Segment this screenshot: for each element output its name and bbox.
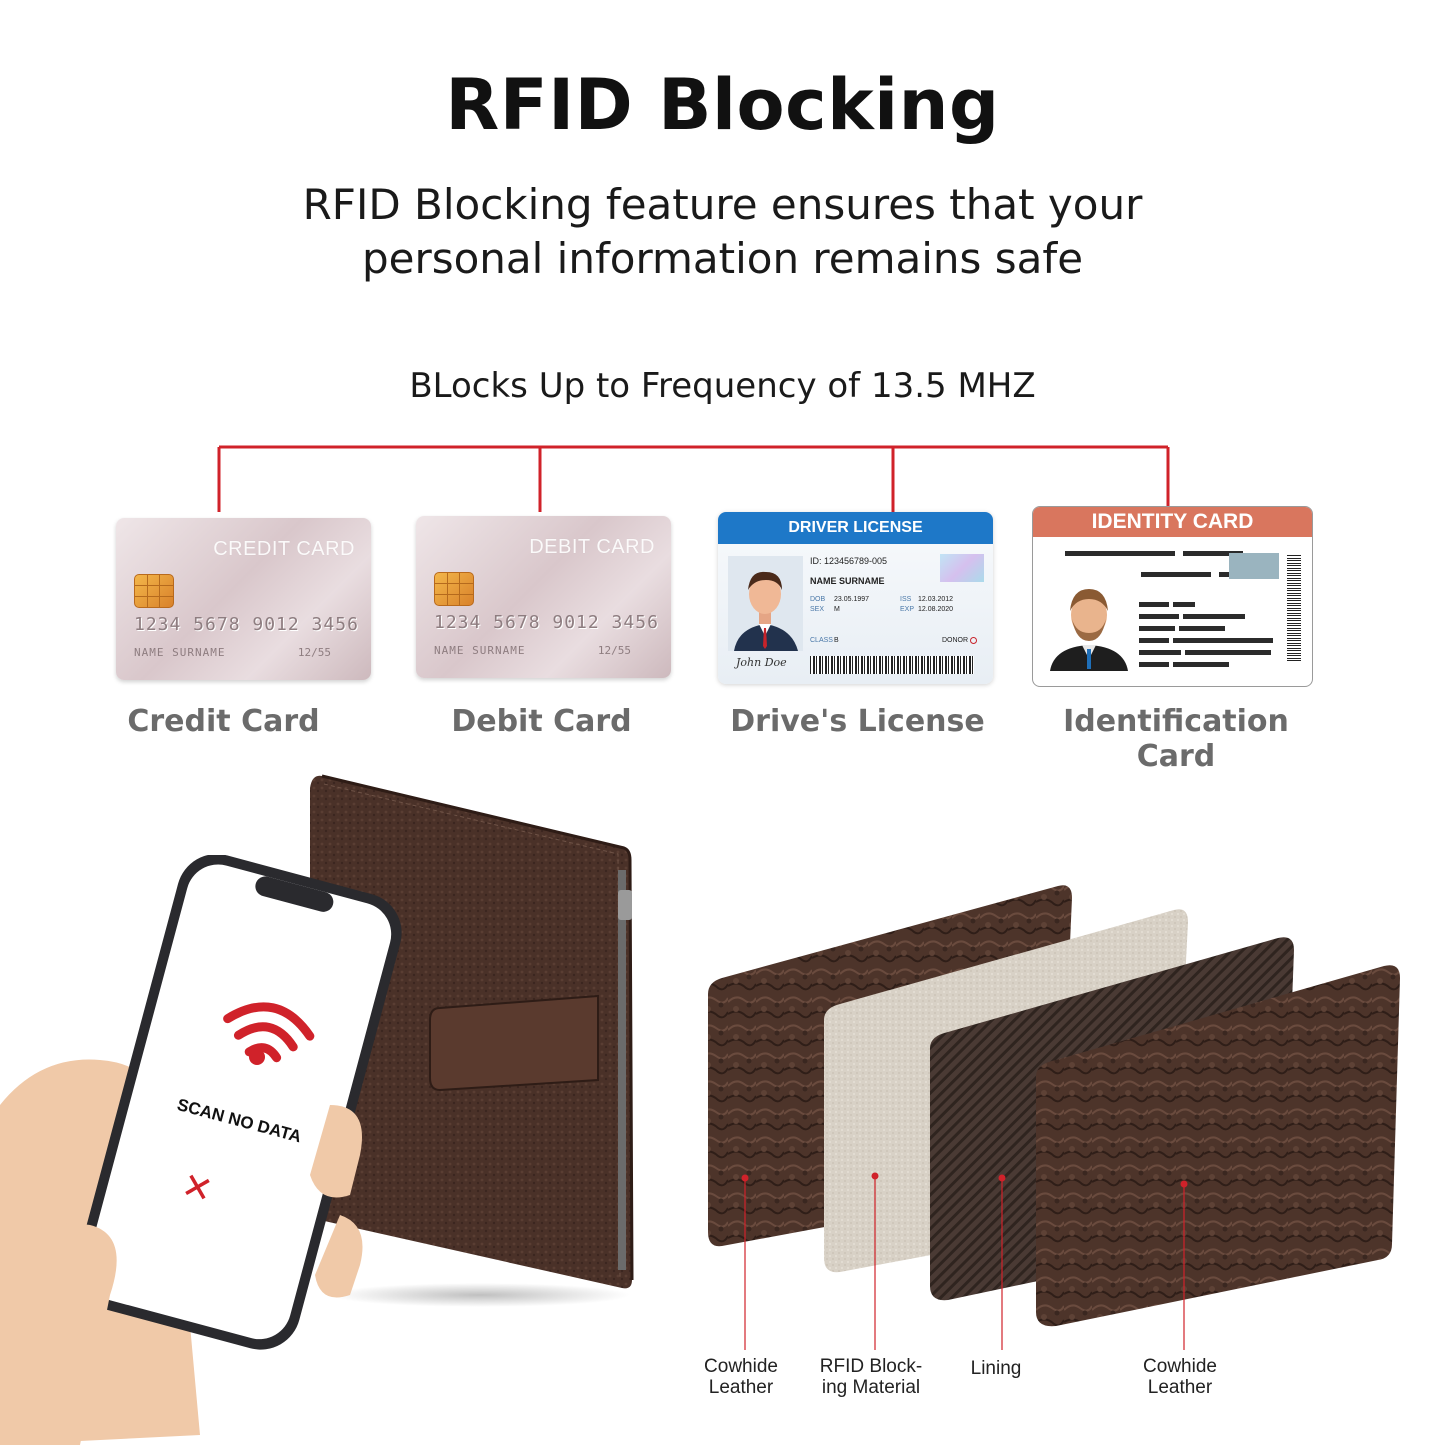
layer-label-cowhide-outer: Cowhide Leather (704, 1356, 778, 1398)
identity-card-image: IDENTITY CARD (1032, 506, 1313, 687)
license-signature: John Doe (736, 656, 787, 669)
subtitle-line-2: personal information remains safe (361, 234, 1084, 283)
frequency-text: BLocks Up to Frequency of 13.5 MHZ (409, 366, 1036, 406)
barcode-icon (1287, 555, 1301, 661)
debit-card-title: DEBIT CARD (529, 536, 655, 558)
layer-label-lining: Lining (970, 1358, 1022, 1379)
license-sex-label: SEX (810, 606, 825, 613)
phone-hand-image (0, 855, 402, 1445)
license-class-label: CLASS (810, 637, 833, 644)
page-subtitle: RFID Blocking feature ensures that your … (0, 178, 1445, 286)
debit-card-expiry: 12/55 (597, 644, 631, 657)
debit-card-number: 1234 5678 9012 3456 (434, 612, 659, 633)
debit-card-label: Debit Card (451, 704, 632, 739)
chip-icon (134, 574, 174, 608)
license-class: B (834, 637, 839, 644)
driver-license-image: DRIVER LICENSE ID: 123456789-005 NAME SU… (718, 512, 993, 684)
identification-card-label: Identification Card (1063, 704, 1289, 774)
debit-card-image: DEBIT CARD 1234 5678 9012 3456 NAME SURN… (416, 516, 671, 678)
credit-card-image: CREDIT CARD 1234 5678 9012 3456 NAME SUR… (116, 518, 371, 680)
debit-card-name: NAME SURNAME (434, 644, 526, 657)
license-sex: M (834, 606, 840, 613)
driver-license-title: DRIVER LICENSE (718, 512, 993, 544)
license-dob: 23.05.1997 (834, 596, 870, 603)
license-exp: 12.08.2020 (918, 606, 954, 613)
hologram-icon (940, 554, 984, 582)
identity-card-title: IDENTITY CARD (1033, 507, 1312, 537)
license-name: NAME SURNAME (810, 576, 885, 586)
layer-label-rfid-material: RFID Block- ing Material (819, 1356, 923, 1398)
credit-card-label: Credit Card (127, 704, 320, 739)
layer-label-cowhide-inner: Cowhide Leather (1143, 1356, 1217, 1398)
credit-card-name: NAME SURNAME (134, 646, 226, 659)
license-dob-label: DOB (810, 596, 826, 603)
world-map-icon (1229, 553, 1279, 579)
connector-bracket (217, 445, 1170, 516)
credit-card-expiry: 12/55 (297, 646, 331, 659)
donor-icon (970, 637, 977, 644)
wifi-signal-icon (223, 1002, 315, 1065)
chip-icon (434, 572, 474, 606)
subtitle-line-1: RFID Blocking feature ensures that your (302, 180, 1143, 229)
person-photo-icon (1050, 589, 1128, 671)
credit-card-title: CREDIT CARD (213, 538, 355, 560)
page-title: RFID Blocking (445, 64, 1000, 146)
license-iss-label: ISS (900, 596, 912, 603)
license-donor-label: DONOR (942, 637, 969, 644)
credit-card-number: 1234 5678 9012 3456 (134, 614, 359, 635)
license-iss: 12.03.2012 (918, 596, 954, 603)
drivers-license-label: Drive's License (730, 704, 985, 739)
license-exp-label: EXP (900, 606, 915, 613)
layers-illustration (708, 885, 1400, 1350)
barcode-icon (810, 656, 974, 674)
person-photo-icon (728, 556, 803, 651)
wallet-image (310, 774, 634, 1307)
license-id: ID: 123456789-005 (810, 556, 888, 566)
